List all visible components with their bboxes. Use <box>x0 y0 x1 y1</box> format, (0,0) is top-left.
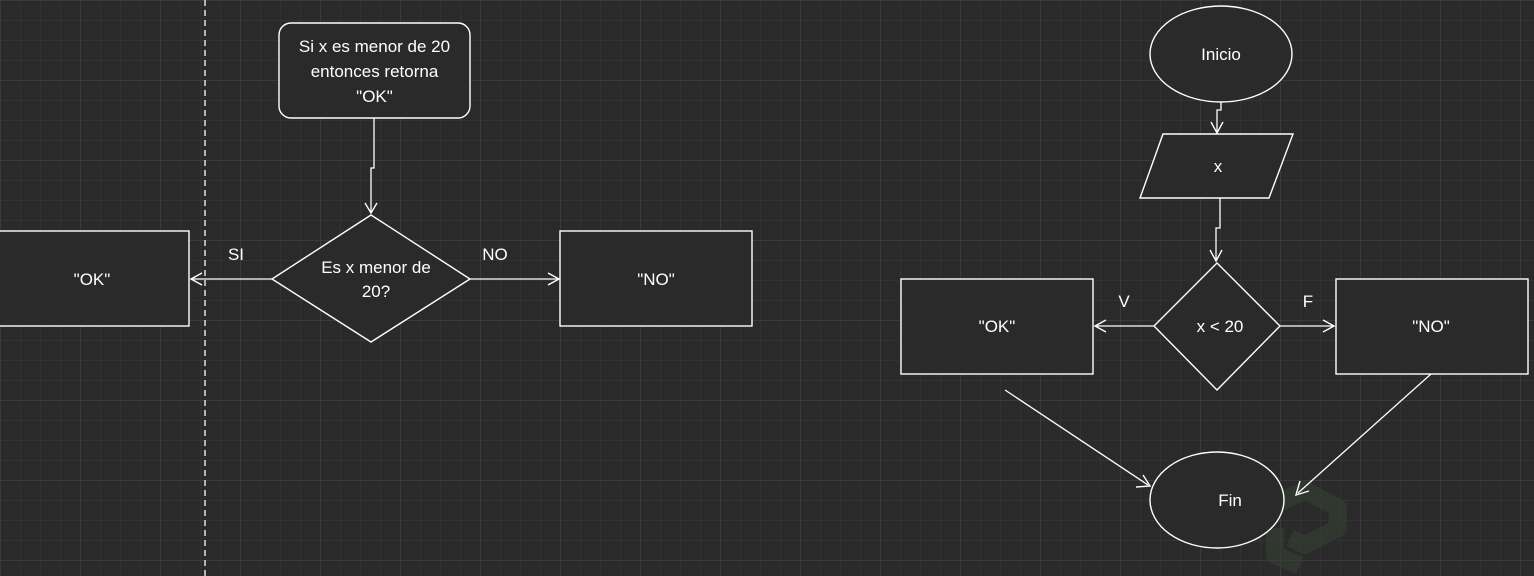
end-label: Fin <box>1218 491 1242 510</box>
ok-box-label: "OK" <box>74 270 111 289</box>
start-terminal[interactable]: Inicio <box>1149 5 1293 103</box>
false-connector[interactable] <box>1280 319 1336 333</box>
connector-note-to-decision[interactable] <box>364 118 378 215</box>
condition-label: x < 20 <box>1197 317 1244 336</box>
yes-label: SI <box>228 245 244 264</box>
no-box-label: "NO" <box>637 270 675 289</box>
left-flowchart: Si x es menor de 20 entonces retorna "OK… <box>0 22 753 343</box>
ok-process-box[interactable]: "OK" <box>0 230 190 327</box>
connector-start-to-input[interactable] <box>1210 102 1224 135</box>
no-result-label: "NO" <box>1412 317 1450 336</box>
input-label: x <box>1214 157 1223 176</box>
note-box[interactable]: Si x es menor de 20 entonces retorna "OK… <box>278 22 471 119</box>
note-line-3: "OK" <box>356 87 393 106</box>
no-connector[interactable] <box>470 272 561 286</box>
no-label: NO <box>482 245 508 264</box>
note-line-2: entonces retorna <box>311 62 439 81</box>
right-flowchart: Inicio x x < 20 V <box>900 5 1529 549</box>
ok-result-label: "OK" <box>979 317 1016 336</box>
input-parallelogram[interactable]: x <box>1139 133 1295 199</box>
start-label: Inicio <box>1201 45 1241 64</box>
connector-input-to-decision[interactable] <box>1209 198 1223 263</box>
decision-line-2: 20? <box>362 282 390 301</box>
false-label: F <box>1303 292 1313 311</box>
true-label: V <box>1118 292 1130 311</box>
true-connector[interactable] <box>1093 319 1154 333</box>
decision-line-1: Es x menor de <box>321 258 431 277</box>
decision-diamond[interactable]: Es x menor de 20? <box>270 214 472 343</box>
no-process-box[interactable]: "NO" <box>559 230 753 327</box>
end-terminal[interactable]: Fin <box>1149 451 1285 549</box>
ok-result-box[interactable]: "OK" <box>900 278 1094 375</box>
yes-connector[interactable] <box>189 272 272 286</box>
no-result-box[interactable]: "NO" <box>1335 278 1529 375</box>
condition-diamond[interactable]: x < 20 <box>1153 262 1281 391</box>
connector-no-to-end[interactable] <box>1294 373 1432 497</box>
connector-ok-to-end[interactable] <box>1004 389 1152 488</box>
note-line-1: Si x es menor de 20 <box>299 37 450 56</box>
